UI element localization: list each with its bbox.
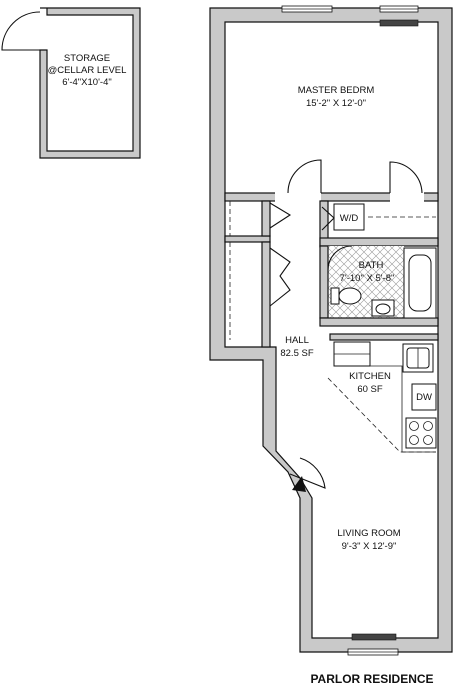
storage-level: @CELLAR LEVEL	[48, 65, 127, 76]
kitchen-area: 60 SF	[357, 384, 383, 395]
entry-door-swing	[289, 457, 326, 489]
living-room-dims: 9'-3" X 12'-9"	[342, 541, 397, 552]
bedroom-door-swing	[287, 159, 322, 194]
kitchen-sink	[402, 343, 434, 373]
kitchen	[327, 333, 439, 453]
living-room-name: LIVING ROOM	[337, 528, 400, 539]
master-bedroom	[224, 159, 439, 202]
entry-door	[289, 457, 326, 492]
closet-door-swing	[389, 161, 423, 194]
storage-dims: 6'-4"X10'-4"	[62, 77, 111, 88]
closet-bifold-door-1	[269, 202, 292, 229]
dishwasher-label: DW	[416, 392, 432, 403]
plan-title: PARLOR RESIDENCE	[310, 672, 433, 686]
hall-area: 82.5 SF	[280, 348, 313, 359]
storage-door-swing	[1, 11, 41, 51]
top-windows	[281, 5, 419, 27]
washer-dryer-closet	[319, 200, 439, 248]
range	[405, 417, 437, 449]
bedroom-bottom-wall	[224, 192, 439, 202]
closet-divider-wall	[224, 235, 271, 243]
storage-walls	[39, 7, 141, 159]
bath-bottom-wall	[319, 317, 439, 327]
kitchen-name: KITCHEN	[349, 371, 391, 382]
wd-bottom-wall	[319, 237, 439, 247]
wd-label: W/D	[340, 213, 359, 224]
master-bedroom-dims: 15'-2" X 12'-0"	[306, 98, 366, 109]
bath-dims: 7'-10" X 5'-8"	[340, 273, 395, 284]
hall-name: HALL	[285, 335, 309, 346]
bottom-windows	[347, 633, 399, 656]
entry-arrow-icon	[292, 476, 306, 492]
kitchen-top-wall	[329, 333, 439, 341]
exterior-walls	[209, 7, 453, 653]
hall-closets	[224, 200, 292, 348]
closet-bifold-door-2	[269, 247, 291, 307]
bathtub-basin	[408, 254, 432, 312]
bath-name: BATH	[359, 260, 384, 271]
storage-room	[1, 7, 141, 159]
master-bedroom-name: MASTER BEDRM	[298, 85, 375, 96]
storage-name: STORAGE	[64, 53, 110, 64]
kitchen-boundary	[327, 377, 436, 453]
toilet	[330, 287, 362, 305]
bathroom	[319, 245, 439, 327]
washer-dryer	[333, 203, 365, 231]
bath-sink	[371, 299, 395, 317]
dishwasher	[411, 383, 437, 411]
